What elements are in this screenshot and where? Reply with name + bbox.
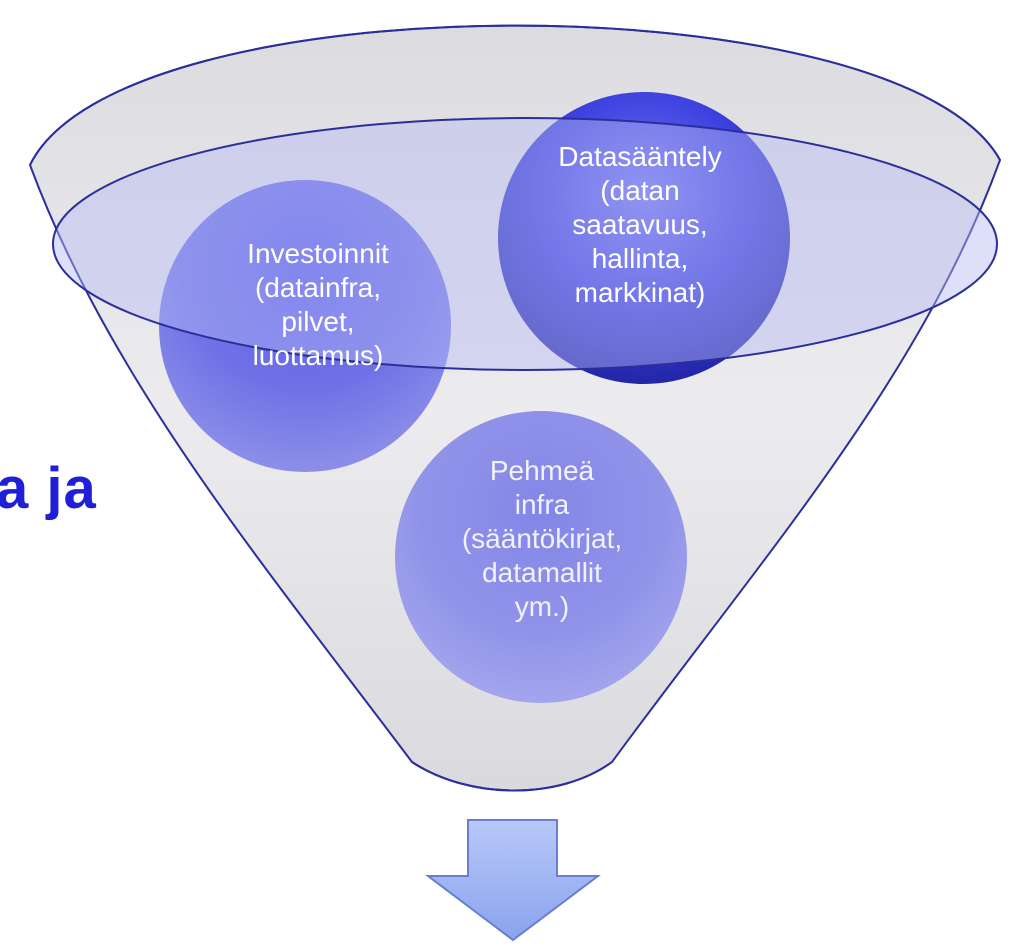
label-datasaantely-line-2: saatavuus, bbox=[572, 209, 707, 240]
label-investoinnit-line-3: luottamus) bbox=[253, 340, 384, 371]
label-datasaantely-line-3: hallinta, bbox=[592, 243, 689, 274]
funnel-outer-rim bbox=[29, 24, 1001, 166]
label-investoinnit-line-1: (datainfra, bbox=[255, 272, 381, 303]
label-pehmea-infra-line-0: Pehmeä bbox=[490, 455, 595, 486]
label-pehmea-infra-line-3: datamallit bbox=[482, 557, 602, 588]
circle-investoinnit bbox=[159, 180, 451, 472]
label-investoinnit-line-2: pilvet, bbox=[281, 306, 354, 337]
funnel-bottom-rim bbox=[411, 761, 613, 792]
label-datasaantely-line-0: Datasääntely bbox=[558, 141, 721, 172]
label-investoinnit-line-0: Investoinnit bbox=[247, 238, 389, 269]
label-datasaantely-line-1: (datan bbox=[600, 175, 679, 206]
down-arrow bbox=[425, 819, 601, 942]
label-datasaantely-line-4: markkinat) bbox=[575, 277, 706, 308]
label-investoinnit: Investoinnit(datainfra,pilvet,luottamus) bbox=[247, 238, 389, 371]
funnel-rim-ellipse bbox=[52, 117, 998, 371]
circle-datasaantely bbox=[498, 92, 790, 384]
label-pehmea-infra-line-2: (sääntökirjat, bbox=[462, 523, 622, 554]
circle-pehmea-infra bbox=[395, 411, 687, 703]
label-pehmea-infra-line-4: ym.) bbox=[515, 591, 569, 622]
label-pehmea-infra-line-1: infra bbox=[515, 489, 570, 520]
partial-title-text: a ja bbox=[0, 456, 97, 521]
